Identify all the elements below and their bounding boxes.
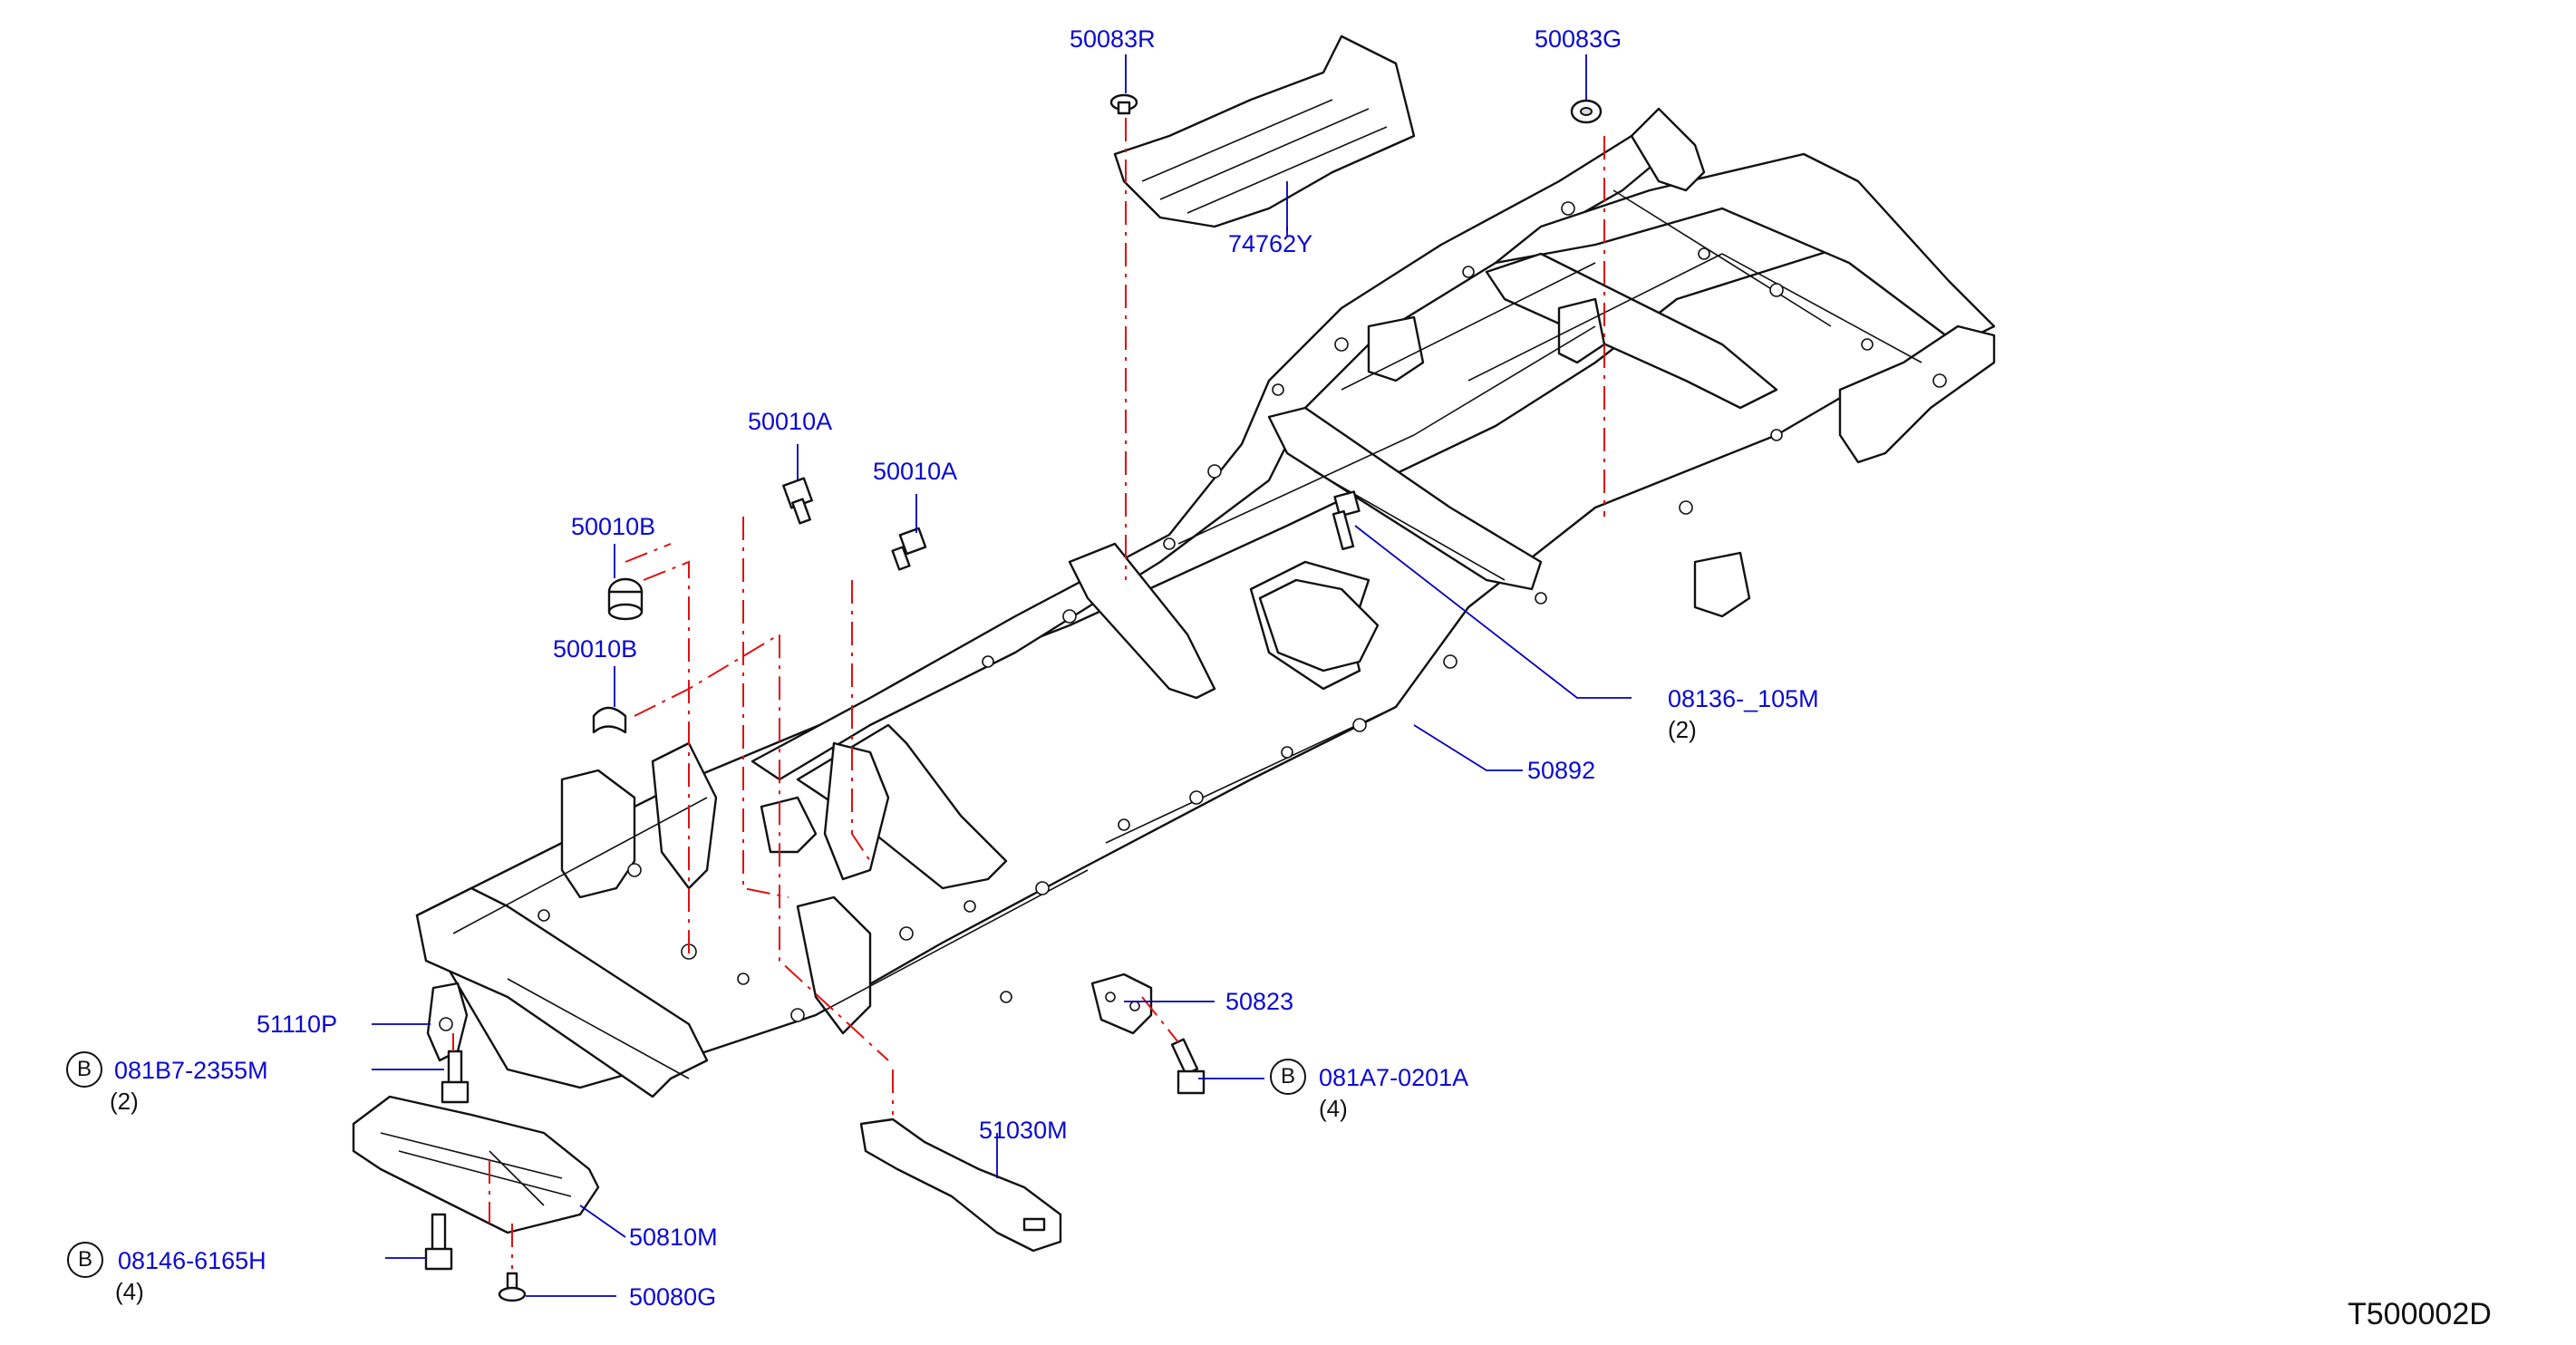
part-label-50010a-upper[interactable]: 50010A	[748, 408, 833, 435]
part-label-50083r[interactable]: 50083R	[1070, 25, 1156, 53]
front-left-tower	[560, 769, 636, 899]
part-label-081b7[interactable]: 081B7-2355M	[114, 1057, 268, 1084]
bolt-08136	[1332, 490, 1361, 551]
skid-plate-ribs	[380, 1132, 572, 1206]
clip-50080g	[498, 1272, 527, 1302]
bolt-08146	[424, 1213, 453, 1271]
quantity-08146: (4)	[115, 1278, 144, 1305]
bolt-marker-081b7: B	[66, 1051, 102, 1088]
part-label-51110p[interactable]: 51110P	[257, 1011, 338, 1038]
bracket-51030m-slot	[1022, 1217, 1046, 1232]
crossmember-bracket-50892	[1258, 578, 1380, 672]
front-crossmember	[415, 886, 709, 1098]
part-label-50010b-lower[interactable]: 50010B	[553, 635, 638, 663]
bolt-081a7	[1170, 1038, 1206, 1095]
plug-50083r-stem	[1117, 101, 1131, 115]
part-label-74762y[interactable]: 74762Y	[1228, 230, 1313, 257]
grommet-50083g-center	[1580, 107, 1593, 116]
bushing-50010b-upper	[607, 577, 644, 621]
heat-shield-ribs	[1141, 99, 1388, 214]
ladder-frame	[415, 107, 1996, 1098]
part-label-50810m[interactable]: 50810M	[629, 1224, 718, 1251]
bracket-50823-hole-1	[1105, 992, 1116, 1002]
front-right-bracket	[823, 741, 890, 881]
skid-plate-50810m	[352, 1095, 600, 1234]
bracket-51110p-hole	[439, 1017, 453, 1031]
part-label-50080g[interactable]: 50080G	[629, 1283, 717, 1311]
bracket-50823-hole-2	[1129, 1001, 1140, 1011]
part-label-50892[interactable]: 50892	[1527, 757, 1596, 784]
part-label-081a7[interactable]: 081A7-0201A	[1319, 1064, 1469, 1091]
part-label-50823[interactable]: 50823	[1225, 988, 1294, 1015]
rear-mount-bracket-3	[1693, 551, 1751, 618]
rear-mount-bracket-1	[1367, 315, 1425, 382]
bracket-51030m	[859, 1118, 1062, 1253]
rear-end-piece	[1838, 324, 1996, 464]
rear-mount-bracket-2	[1557, 297, 1606, 364]
bolt-50010a-upper	[782, 477, 813, 525]
rear-crossmember	[1630, 107, 1706, 192]
leader-lines	[372, 54, 1632, 1297]
part-label-51030m[interactable]: 51030M	[979, 1117, 1068, 1144]
bushing-50010b-lower	[592, 706, 627, 734]
bolt-marker-08146: B	[67, 1242, 103, 1278]
part-label-50010a-lower[interactable]: 50010A	[873, 458, 958, 485]
diagram-id: T500002D	[2348, 1297, 2492, 1331]
crossmember-rear	[1485, 252, 1778, 410]
heat-shield-74762y	[1113, 34, 1416, 228]
bolt-081b7	[441, 1050, 470, 1104]
part-label-08146[interactable]: 08146-6165H	[118, 1247, 266, 1274]
bolt-marker-081a7: B	[1270, 1059, 1306, 1095]
front-arm-mount	[760, 796, 818, 854]
part-label-50083g[interactable]: 50083G	[1535, 25, 1622, 53]
part-label-08136[interactable]: 08136-_105M	[1668, 685, 1819, 712]
bolt-50010a-lower	[891, 527, 927, 571]
part-label-50010b-upper[interactable]: 50010B	[571, 513, 656, 540]
front-right-tower	[796, 895, 872, 1035]
quantity-081b7: (2)	[110, 1088, 139, 1115]
reference-lines	[452, 118, 1605, 1269]
frame-detail-lines	[452, 189, 1922, 1079]
quantity-08136: (2)	[1668, 716, 1697, 743]
quantity-081a7: (4)	[1319, 1095, 1348, 1122]
bracket-50823	[1090, 972, 1153, 1035]
crossmember-center	[1068, 542, 1216, 700]
rear-upper-rail	[1494, 152, 1996, 346]
